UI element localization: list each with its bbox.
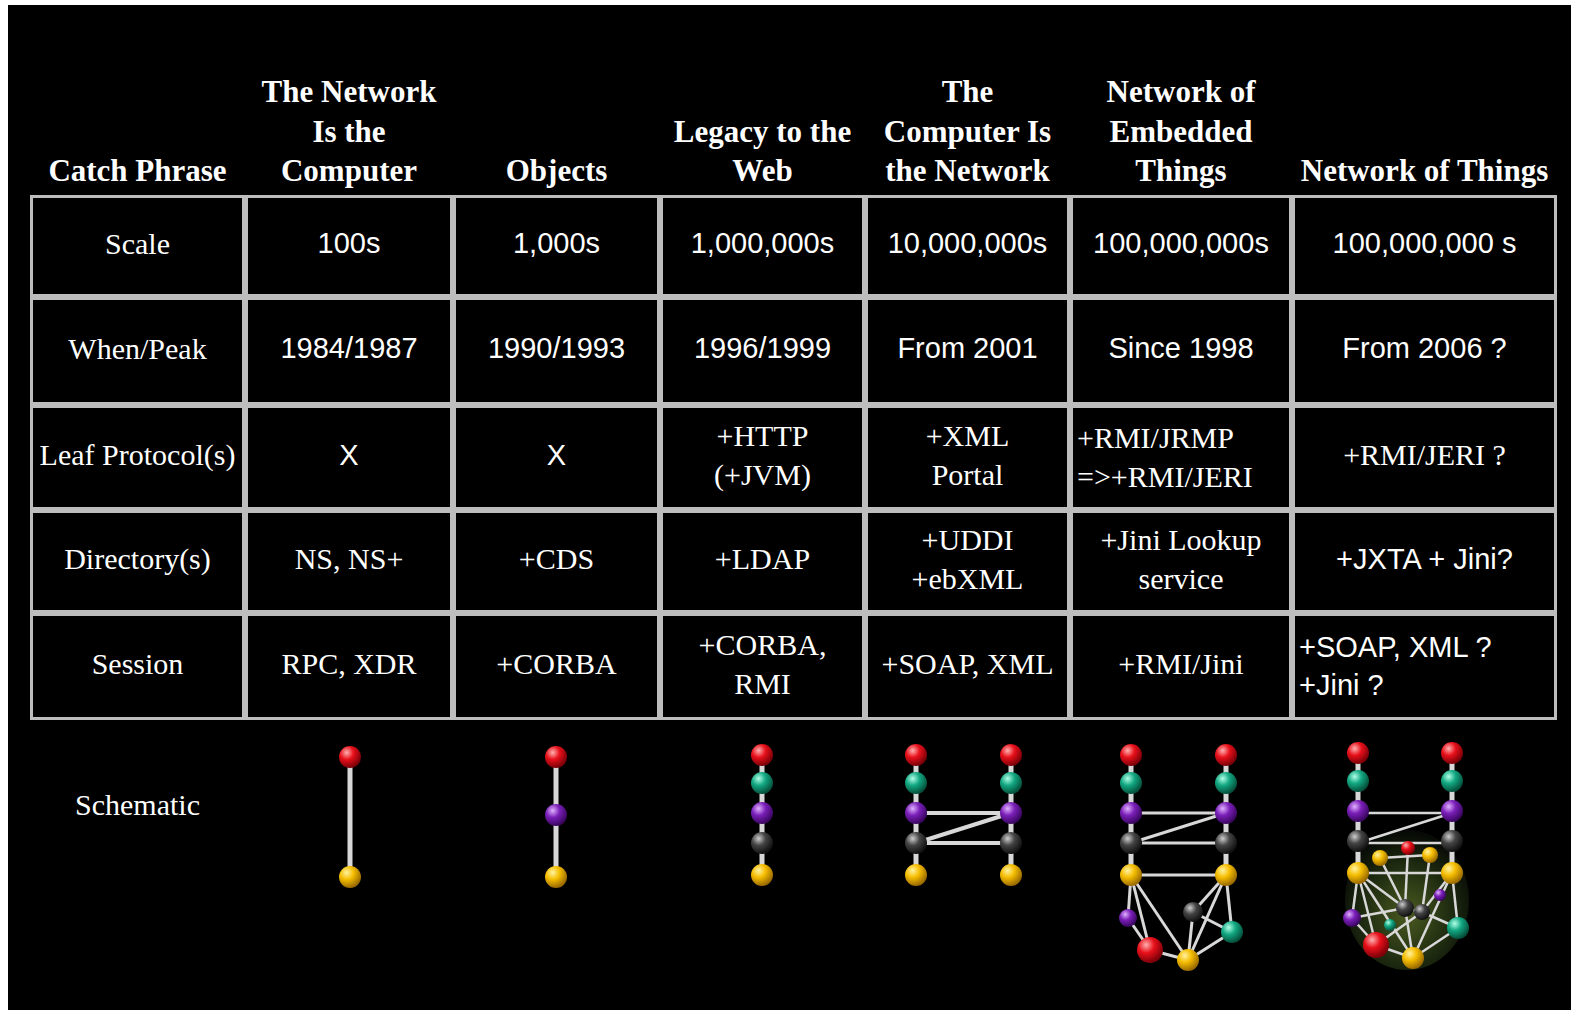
row-header-frame: Leaf Protocol(s) (30, 405, 245, 510)
table-cell: +HTTP (+JVM) (688, 417, 838, 494)
table-cell-frame: +SOAP, XML ? +Jini ? (1292, 613, 1557, 720)
table-cell-frame: RPC, XDR (245, 613, 453, 720)
table-cell-frame: +LDAP (660, 510, 865, 613)
table-cell-frame: From 2006 ? (1292, 297, 1557, 405)
row-header-frame: Scale (30, 195, 245, 297)
row-header: Leaf Protocol(s) (40, 436, 236, 474)
table-cell-frame: X (453, 405, 660, 510)
table-cell: +CORBA (496, 645, 616, 683)
row-header-frame: Schematic (30, 770, 245, 845)
column-header-frame: Catch Phrase (30, 62, 245, 195)
table-cell: 100s (318, 225, 381, 262)
table-cell-frame: +RMI/JERI ? (1292, 405, 1557, 510)
table-cell-frame: +RMI/Jini (1070, 613, 1292, 720)
table-cell-frame: 1990/1993 (453, 297, 660, 405)
column-header-frame: Network of Embedded Things (1070, 62, 1292, 195)
table-cell: From 2001 (897, 330, 1037, 367)
table-cell: 1,000,000s (691, 225, 835, 262)
column-header: Legacy to the Web (665, 112, 860, 191)
row-header-frame: Session (30, 613, 245, 720)
column-header: The Network Is the Computer (250, 72, 448, 191)
table-cell-frame: 100s (245, 195, 453, 297)
table-cell-frame: Since 1998 (1070, 297, 1292, 405)
table-cell-frame: From 2001 (865, 297, 1070, 405)
table-cell: From 2006 ? (1342, 330, 1506, 367)
table-cell-frame: 1,000s (453, 195, 660, 297)
table-cell-frame: +XML Portal (865, 405, 1070, 510)
column-header: Catch Phrase (48, 151, 226, 191)
table-cell-frame: +SOAP, XML (865, 613, 1070, 720)
table-cell-frame: NS, NS+ (245, 510, 453, 613)
table-cell: 100,000,000s (1093, 225, 1269, 262)
column-header: Objects (506, 151, 608, 191)
table-cell: +LDAP (715, 540, 810, 578)
table-cell: Since 1998 (1108, 330, 1253, 367)
table-cell: 1996/1999 (694, 330, 831, 367)
row-header-frame: When/Peak (30, 297, 245, 405)
table-cell: +SOAP, XML (882, 645, 1054, 683)
row-header: Scale (105, 225, 170, 263)
table-cell-frame: +HTTP (+JVM) (660, 405, 865, 510)
row-header-frame: Directory(s) (30, 510, 245, 613)
table-cell: 1,000s (513, 225, 600, 262)
table-cell-frame: +CORBA, RMI (660, 613, 865, 720)
table-cell-frame: 100,000,000 s (1292, 195, 1557, 297)
table-cell: +JXTA + Jini? (1336, 541, 1513, 578)
table-cell-frame: +CDS (453, 510, 660, 613)
table-cell-frame: +Jini Lookup service (1070, 510, 1292, 613)
table-cell: +UDDI +ebXML (873, 521, 1062, 598)
table-cell: +RMI/JRMP =>+RMI/JERI (1077, 419, 1285, 496)
table-cell: 1984/1987 (280, 330, 417, 367)
table-cell: +SOAP, XML ? +Jini ? (1299, 629, 1550, 703)
table-cell: +CDS (519, 540, 594, 578)
table-cell-frame: 1,000,000s (660, 195, 865, 297)
column-header: Network of Embedded Things (1075, 72, 1287, 191)
table-cell-frame: 1996/1999 (660, 297, 865, 405)
table-cell-frame: +CORBA (453, 613, 660, 720)
table-cell: 10,000,000s (888, 225, 1048, 262)
table-cell: +CORBA, RMI (673, 626, 853, 703)
table-cell-frame: +JXTA + Jini? (1292, 510, 1557, 613)
row-header: Schematic (75, 786, 200, 824)
column-header-frame: Network of Things (1292, 62, 1557, 195)
table-cell: X (547, 437, 566, 474)
table-cell-frame: 1984/1987 (245, 297, 453, 405)
table-cell: RPC, XDR (281, 645, 416, 683)
row-header: Session (92, 645, 184, 683)
column-header: The Computer Is the Network (870, 72, 1065, 191)
table-cell: +RMI/JERI ? (1343, 436, 1506, 474)
table-cell: 1990/1993 (488, 330, 625, 367)
column-header-frame: The Network Is the Computer (245, 62, 453, 195)
table-cell: +Jini Lookup service (1078, 521, 1284, 598)
table-cell-frame: 100,000,000s (1070, 195, 1292, 297)
table-cell-frame: +UDDI +ebXML (865, 510, 1070, 613)
table-cell: +RMI/Jini (1118, 645, 1243, 683)
column-header-frame: Legacy to the Web (660, 62, 865, 195)
table-cell-frame: +RMI/JRMP =>+RMI/JERI (1070, 405, 1292, 510)
column-header: Network of Things (1301, 151, 1548, 191)
table-cell: X (339, 437, 358, 474)
table-cell: 100,000,000 s (1333, 225, 1517, 262)
table-cell: NS, NS+ (295, 540, 404, 578)
table-cell-frame: X (245, 405, 453, 510)
column-header-frame: Objects (453, 62, 660, 195)
table-cell-frame: 10,000,000s (865, 195, 1070, 297)
table-cell: +XML Portal (893, 417, 1043, 494)
column-header-frame: The Computer Is the Network (865, 62, 1070, 195)
row-header: When/Peak (68, 330, 206, 368)
row-header: Directory(s) (64, 540, 211, 578)
